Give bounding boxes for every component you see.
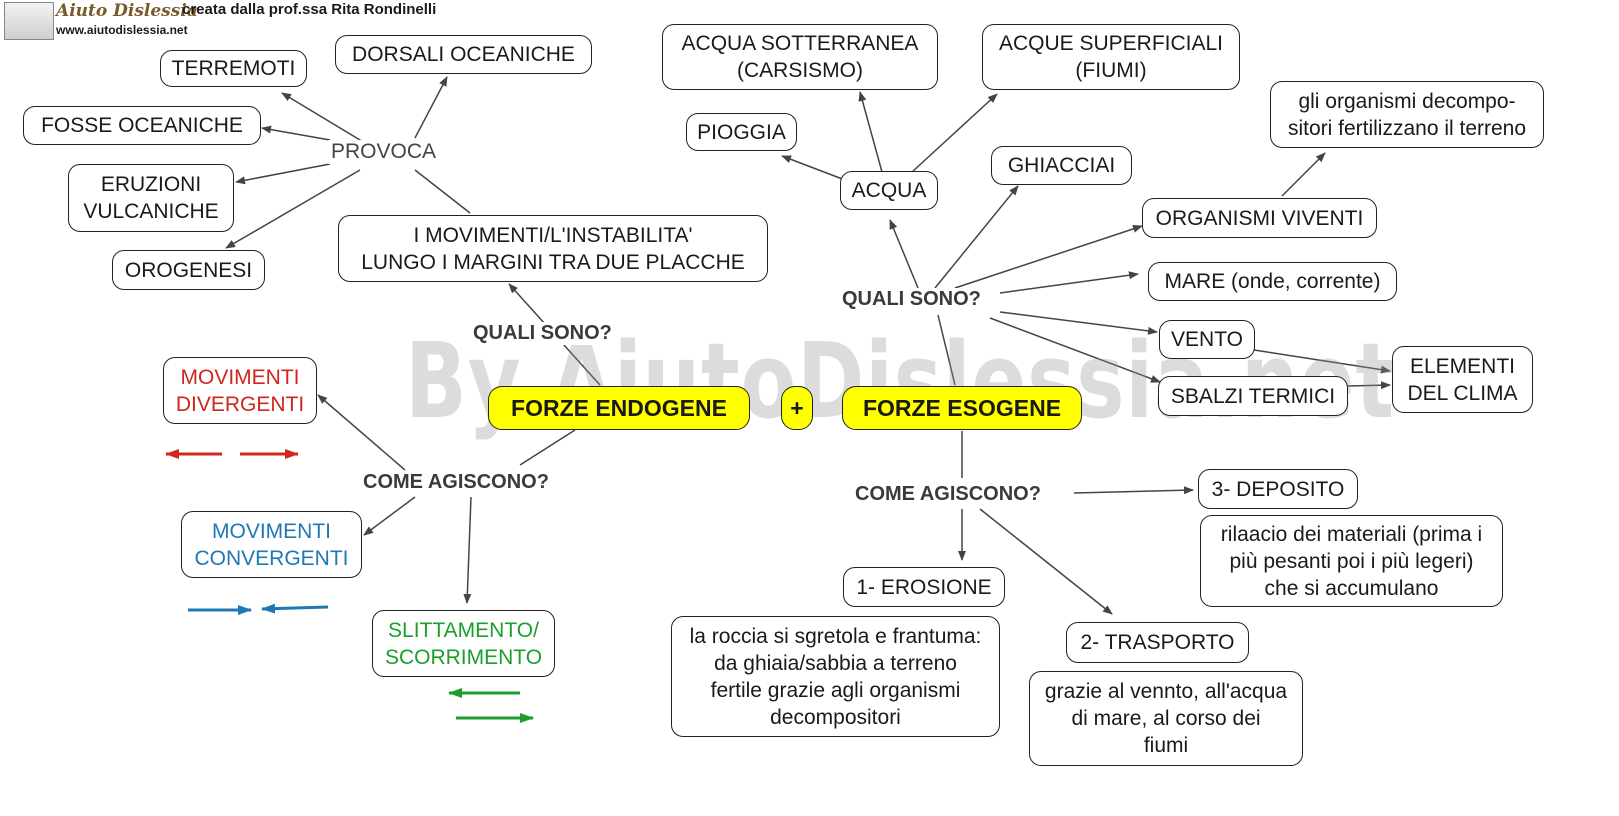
node-trasporto: 2- TRASPORTO (1066, 622, 1249, 663)
node-trasporto-note: grazie al vennto, all'acqua di mare, al … (1029, 671, 1303, 766)
node-acqua: ACQUA (840, 171, 938, 210)
node-terremoti: TERREMOTI (160, 50, 307, 87)
label-provoca: PROVOCA (328, 140, 440, 164)
label-esogene-quali-sono: QUALI SONO? (839, 288, 984, 311)
node-mare: MARE (onde, corrente) (1148, 262, 1397, 301)
node-orogenesi: OROGENESI (112, 250, 265, 290)
label-endogene-come-agiscono: COME AGISCONO? (360, 471, 552, 494)
node-ghiacciai: GHIACCIAI (991, 146, 1132, 185)
logo-title: Aiuto Dislessia (56, 1, 198, 21)
node-elementi-del-clima: ELEMENTI DEL CLIMA (1392, 346, 1533, 413)
label-endogene-quali-sono: QUALI SONO? (470, 322, 615, 345)
node-movimenti-divergenti: MOVIMENTI DIVERGENTI (163, 357, 317, 424)
node-forze-esogene: FORZE ESOGENE (842, 386, 1082, 430)
convergent-arrow-left (261, 603, 329, 614)
logo-url: www.aiutodislessia.net (56, 23, 188, 37)
node-organismi-note: gli organismi decompo- sitori fertilizza… (1270, 81, 1544, 148)
node-plus: + (781, 386, 813, 430)
node-forze-endogene: FORZE ENDOGENE (488, 386, 750, 430)
node-erosione: 1- EROSIONE (843, 567, 1005, 607)
node-eruzioni-vulcaniche: ERUZIONI VULCANICHE (68, 164, 234, 232)
node-movimenti-convergenti: MOVIMENTI CONVERGENTI (181, 511, 362, 578)
node-dorsali-oceaniche: DORSALI OCEANICHE (335, 35, 592, 74)
node-deposito-note: rilaacio dei materiali (prima i più pesa… (1200, 515, 1503, 607)
author-credit: creata dalla prof.ssa Rita Rondinelli (182, 1, 437, 18)
node-slittamento-scorrimento: SLITTAMENTO/ SCORRIMENTO (372, 610, 555, 677)
node-fosse-oceaniche: FOSSE OCEANICHE (23, 106, 261, 145)
node-vento: VENTO (1159, 320, 1255, 359)
node-acque-superficiali: ACQUE SUPERFICIALI (FIUMI) (982, 24, 1240, 90)
node-erosione-note: la roccia si sgretola e frantuma: da ghi… (671, 616, 1000, 737)
node-deposito: 3- DEPOSITO (1198, 469, 1358, 509)
node-organismi-viventi: ORGANISMI VIVENTI (1142, 198, 1377, 238)
node-pioggia: PIOGGIA (686, 113, 797, 151)
logo-image (4, 2, 54, 40)
node-sbalzi-termici: SBALZI TERMICI (1158, 376, 1348, 416)
node-movimenti-instabilita: I MOVIMENTI/L'INSTABILITA' LUNGO I MARGI… (338, 215, 768, 282)
label-esogene-come-agiscono: COME AGISCONO? (852, 483, 1044, 506)
node-acqua-sotterranea: ACQUA SOTTERRANEA (CARSISMO) (662, 24, 938, 90)
